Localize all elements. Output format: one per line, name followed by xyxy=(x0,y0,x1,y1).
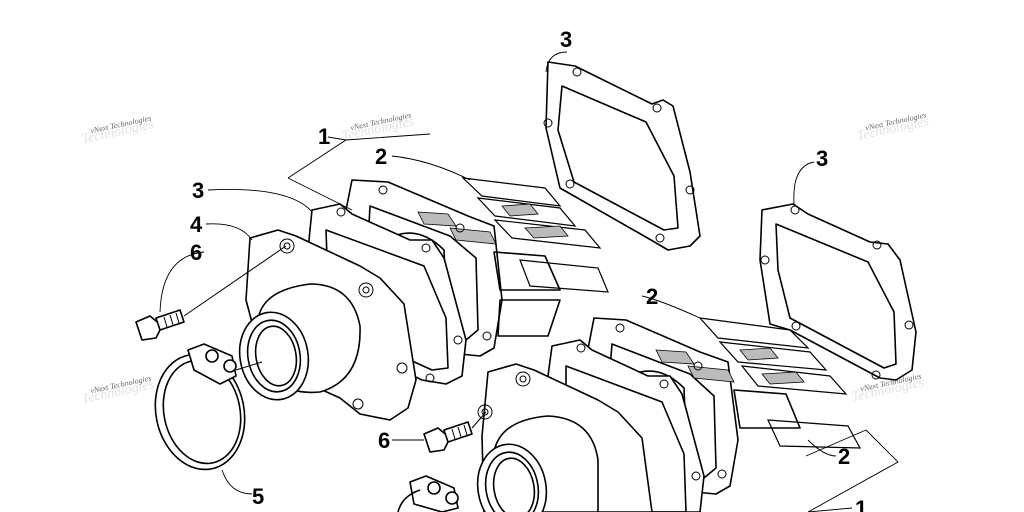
callout-3-top: 3 xyxy=(560,27,572,52)
callout-1-upper: 1 xyxy=(318,124,330,149)
callout-5: 5 xyxy=(252,484,264,509)
callout-6-lower: 6 xyxy=(378,428,390,453)
intake-boot-upper xyxy=(238,229,417,421)
assembly-bracket-lower xyxy=(805,429,899,512)
gasket-right xyxy=(759,203,917,381)
screw-lower xyxy=(423,411,487,453)
gasket-top xyxy=(543,61,701,251)
callout-2-middle: 2 xyxy=(646,284,658,309)
reed-petals-lower xyxy=(698,317,862,449)
intake-boot-lower xyxy=(476,363,653,512)
callout-4: 4 xyxy=(190,212,203,237)
reed-petals-upper xyxy=(461,177,609,293)
callout-3-right: 3 xyxy=(816,146,828,171)
hose-clamp-upper xyxy=(154,343,263,471)
leader-lines xyxy=(159,51,853,512)
callout-2-upper: 2 xyxy=(375,144,387,169)
screw-upper xyxy=(135,245,287,341)
callout-6-upper: 6 xyxy=(190,240,202,265)
callout-1-lower: 1 xyxy=(855,496,867,512)
callout-2-lower: 2 xyxy=(838,444,850,469)
callout-labels: 1 2 3 3 4 6 2 3 2 6 5 1 xyxy=(190,27,867,512)
hose-clamp-lower xyxy=(397,475,459,512)
callout-3-left: 3 xyxy=(192,178,204,203)
